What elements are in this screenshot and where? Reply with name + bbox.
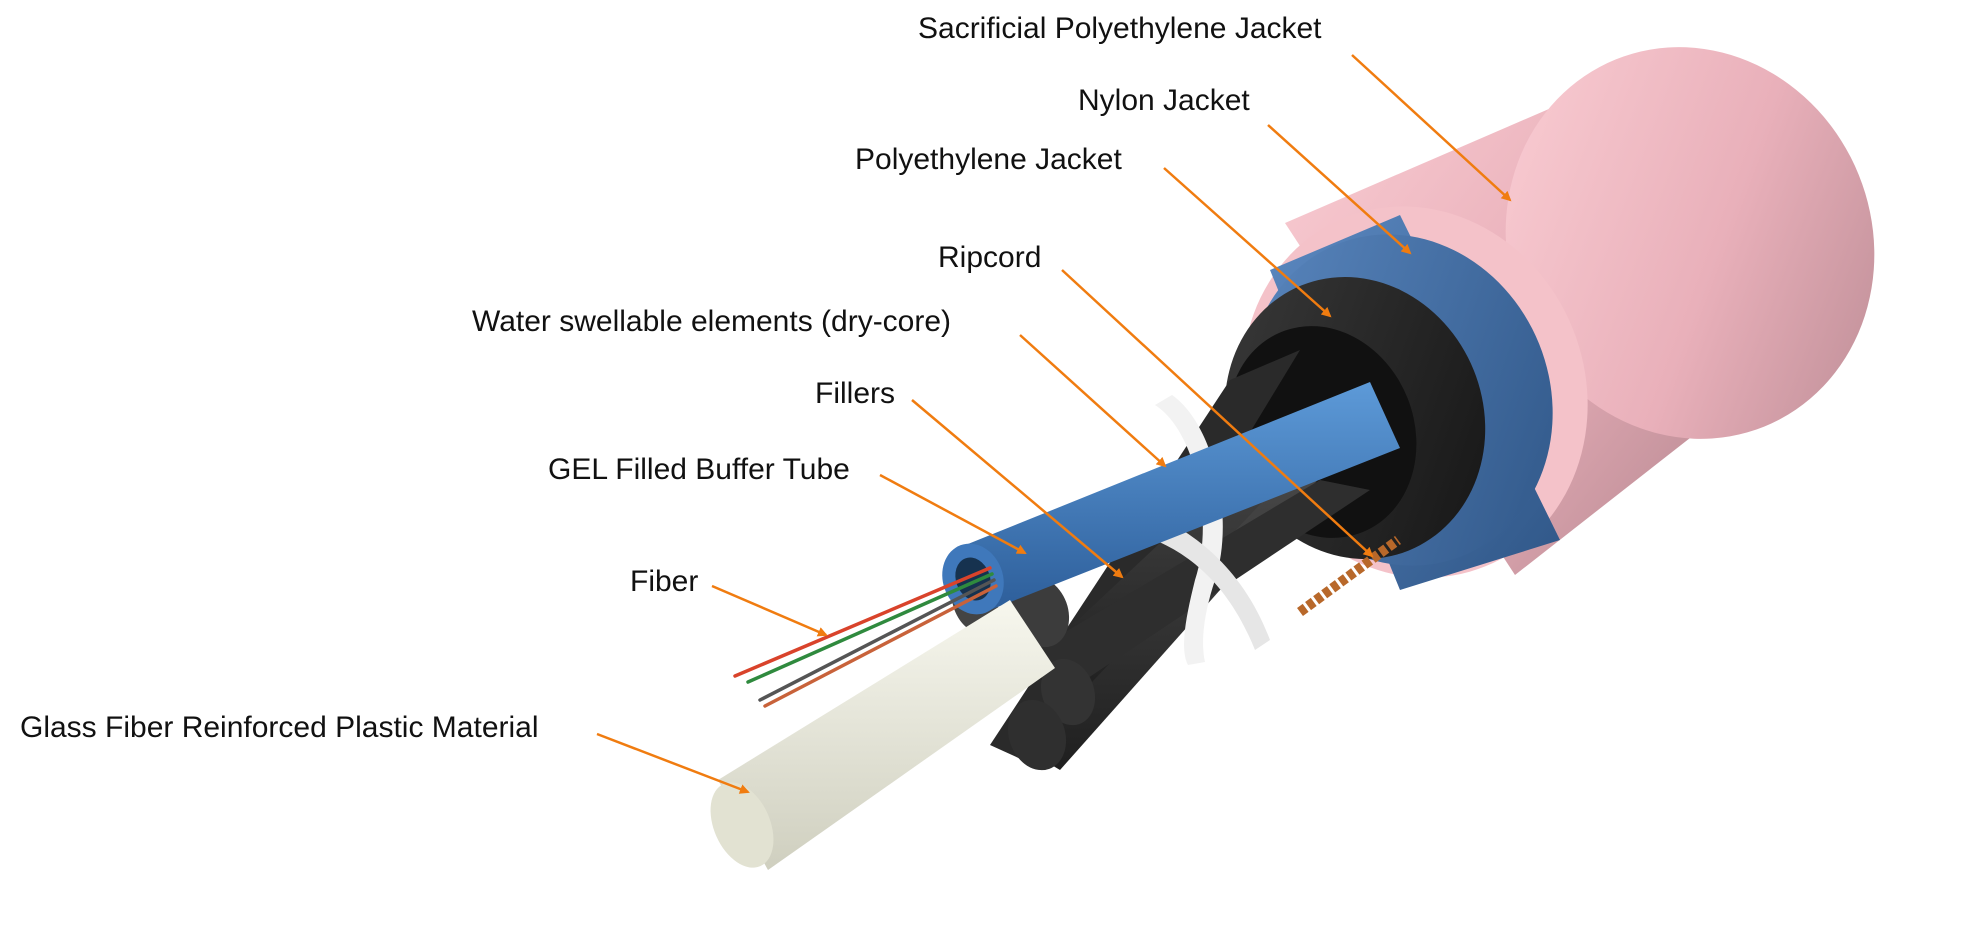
leader-ripcord [1061,269,1374,558]
label-gel-filled-buffer-tube: GEL Filled Buffer Tube [548,453,850,486]
glass-fiber-reinforced-plastic-rod [710,600,1055,870]
fiber-strand [746,572,994,684]
ripcord [1297,535,1401,617]
fiber-strand [758,578,996,702]
leader-nylon [1267,124,1412,255]
gel-filled-buffer-tube [942,382,1400,615]
leader-fillers [911,399,1124,579]
leader-gel [879,473,1027,555]
leader-sacrificial [1351,54,1512,202]
label-ripcord: Ripcord [938,241,1042,274]
fiber-strand [763,584,998,708]
label-polyethylene-jacket: Polyethylene Jacket [855,143,1122,176]
leader-water [1019,334,1167,468]
label-glass-fiber-reinforced-plastic: Glass Fiber Reinforced Plastic Material [20,711,539,744]
leader-glass [596,732,750,794]
fibers [733,566,998,708]
label-water-swellable-elements: Water swellable elements (dry-core) [472,305,952,338]
fiber-strand [733,566,992,678]
label-fillers: Fillers [815,377,895,410]
leader-fiber [711,584,828,637]
leader-polyethylene [1163,167,1332,318]
label-sacrificial-polyethylene-jacket: Sacrificial Polyethylene Jacket [918,12,1322,45]
leader-lines [596,54,1512,794]
label-fiber: Fiber [630,565,699,598]
label-nylon-jacket: Nylon Jacket [1078,84,1250,117]
